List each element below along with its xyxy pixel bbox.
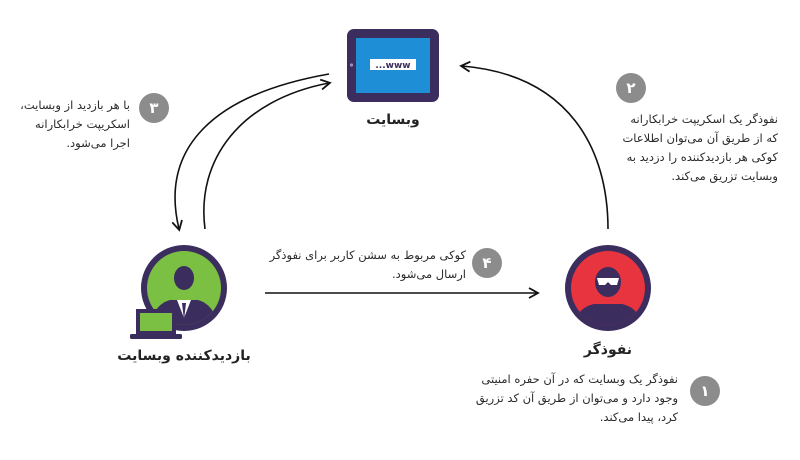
step-2-caption: نفوذگر یک اسکریپت خرابکارانه که از طریق … bbox=[622, 112, 778, 183]
step-4-caption: کوکی مربوط به سشن کاربر برای نفوذگر ارسا… bbox=[269, 248, 466, 281]
arrow-attacker-to-website bbox=[459, 60, 609, 230]
website-url-text: ...www bbox=[375, 61, 410, 71]
step-1-caption: نفوذگر یک وبسایت که در آن حفره امنیتی وج… bbox=[475, 372, 678, 424]
step-3-badge: ۳ bbox=[139, 93, 169, 123]
arrow-visitor-to-website bbox=[203, 78, 332, 230]
website-tablet-icon bbox=[347, 29, 439, 102]
attacker-hacker-icon bbox=[565, 245, 651, 331]
step-1-badge: ۱ bbox=[690, 376, 720, 406]
step-3-caption: با هر بازدید از وبسایت، اسکریپت خرابکارا… bbox=[20, 98, 130, 150]
step-2-badge: ۲ bbox=[616, 73, 646, 103]
attacker-label: نفوذگر bbox=[583, 342, 633, 358]
website-label: وبسایت bbox=[366, 112, 420, 128]
visitor-label: بازدیدکننده وبسایت bbox=[117, 348, 251, 364]
laptop-icon bbox=[130, 309, 182, 339]
step-4-badge: ۴ bbox=[472, 248, 502, 278]
arrow-website-to-visitor bbox=[171, 73, 330, 232]
